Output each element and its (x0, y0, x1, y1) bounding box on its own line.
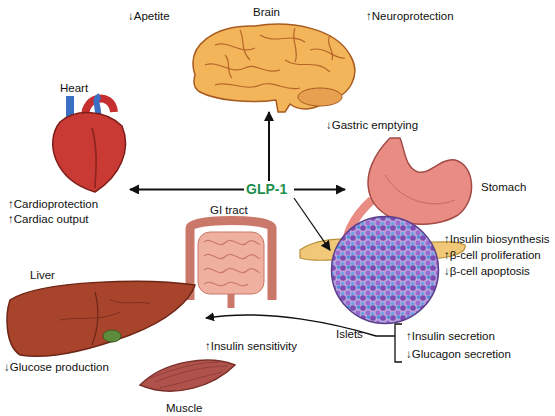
effect-arrow (130, 188, 244, 190)
effect-arrow (294, 189, 345, 191)
hormone-node: GLP-1 (244, 181, 294, 198)
heart-illustration (53, 96, 126, 192)
node-title: Muscle (166, 401, 202, 415)
node-title: Brain (253, 5, 280, 19)
node-text: ↑Cardiac output (8, 212, 89, 226)
node-text: ↑Insulin biosynthesis (444, 232, 549, 246)
node-text: ↓Glucose production (4, 360, 109, 374)
small-intestine (198, 232, 264, 294)
gallbladder (103, 330, 121, 342)
brain-folds (205, 28, 345, 89)
heart-groove (92, 128, 96, 188)
organ-node: ↓Gastric emptyingStomach (345, 135, 470, 235)
stomach-shape (368, 138, 472, 224)
effect-arrow (268, 112, 270, 181)
liver-shape (7, 281, 195, 356)
brain-illustration (193, 24, 355, 112)
organ-node: GI tract (185, 218, 275, 303)
organ-node: Liver↓Glucose production (5, 285, 195, 357)
effect-label: ↑Insulin secretion (406, 329, 495, 343)
node-text: ↑β-cell proliferation (444, 248, 541, 262)
islet-circle (332, 217, 439, 324)
node-text: ↑Cardioprotection (8, 197, 98, 211)
stomach-fold (385, 175, 455, 204)
liver-illustration (7, 281, 195, 356)
node-text: ↓β-cell apoptosis (444, 264, 530, 278)
gi-tract-illustration (190, 221, 272, 309)
muscle-shape (140, 360, 235, 391)
node-title: ↓Gastric emptying (326, 118, 418, 132)
large-intestine (190, 221, 272, 301)
effect-label: ↑Insulin sensitivity (205, 339, 297, 353)
node-text: Stomach (481, 180, 526, 194)
heart-shape (53, 113, 126, 192)
effect-label: ↓Glucagon secretion (406, 347, 511, 361)
cerebellum-shape (298, 88, 342, 106)
organ-node: Heart↑Cardioprotection↑Cardiac output (45, 100, 130, 195)
muscle-illustration (140, 360, 235, 391)
node-text: ↓Apetite (128, 9, 170, 23)
rectum (228, 294, 235, 308)
node-title: Islets (336, 327, 363, 341)
liver-veins (60, 300, 150, 320)
muscle-fibres (150, 362, 228, 388)
node-title: Heart (60, 81, 88, 95)
effect-arrow (294, 198, 330, 250)
islet-node: Islets↑Insulin biosynthesis↑β-cell proli… (330, 215, 440, 325)
node-title: GI tract (210, 203, 248, 217)
organ-node: Brain↓Apetite↑Neuroprotection (183, 26, 353, 112)
node-title: Liver (30, 268, 55, 282)
intestine-coils (204, 240, 260, 285)
organ-node: Muscle (140, 358, 235, 400)
brain-shape (193, 24, 355, 112)
islet-outline (330, 215, 440, 325)
node-title: GLP-1 (246, 181, 287, 198)
node-text: ↑Neuroprotection (366, 9, 454, 23)
bracket (395, 324, 402, 362)
